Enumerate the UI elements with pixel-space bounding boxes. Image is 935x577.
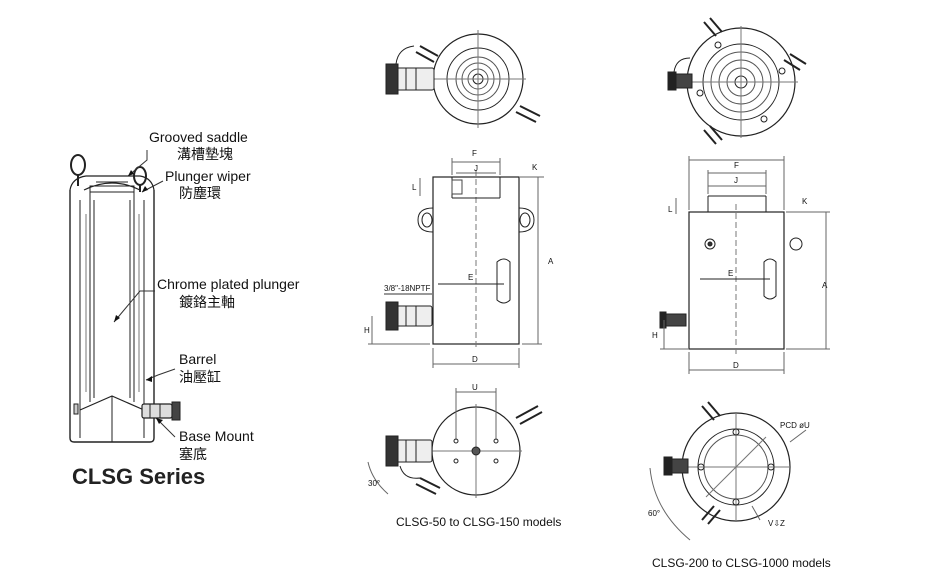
large-dim-pcd: PCD øU xyxy=(780,421,810,430)
small-dim-f: F xyxy=(472,149,477,158)
small-port-thread: 3/8"-18NPTF xyxy=(384,284,431,293)
small-dim-a: A xyxy=(548,257,554,266)
large-dim-j: J xyxy=(734,176,738,185)
small-dim-k: K xyxy=(532,163,538,172)
small-models-caption: CLSG-50 to CLSG-150 models xyxy=(396,515,562,529)
small-dim-e: E xyxy=(468,273,473,282)
small-dim-angle: 30° xyxy=(368,479,380,488)
large-dim-f: F xyxy=(734,161,739,170)
callout-base-mount-zh: 塞底 xyxy=(179,446,207,462)
large-dim-angle: 60° xyxy=(648,509,660,518)
large-dim-a: A xyxy=(822,281,828,290)
small-dim-u: U xyxy=(472,383,478,392)
large-dim-e: E xyxy=(728,269,733,278)
callout-base-mount-en: Base Mount xyxy=(179,428,254,444)
small-dim-l: L xyxy=(412,183,417,192)
callout-plunger-wiper-en: Plunger wiper xyxy=(165,168,251,184)
cutaway-cylinder xyxy=(69,154,181,443)
small-top-view xyxy=(385,30,541,128)
large-dim-d: D xyxy=(733,361,739,370)
large-dim-letters: F J K L A E H D PCD øU V⇩Z 60° xyxy=(648,161,828,528)
callout-chrome-plunger-zh: 鍍鉻主軸 xyxy=(179,294,235,310)
callout-barrel-zh: 油壓缸 xyxy=(179,369,221,385)
small-side-view xyxy=(368,158,544,368)
series-title: CLSG Series xyxy=(72,464,206,489)
large-side-view xyxy=(659,156,830,374)
small-dim-letters: F J K L A E H D U 30° 3/8"-18NPTF xyxy=(364,149,554,488)
callout-plunger-wiper-zh: 防塵環 xyxy=(179,185,221,201)
large-dim-vz: V⇩Z xyxy=(768,519,785,528)
small-dim-h: H xyxy=(364,326,370,335)
callout-grooved-saddle-en: Grooved saddle xyxy=(149,129,248,145)
small-dim-d: D xyxy=(472,355,478,364)
large-bottom-view xyxy=(649,401,807,541)
small-dim-j: J xyxy=(474,164,478,173)
large-models-caption: CLSG-200 to CLSG-1000 models xyxy=(652,556,831,570)
large-dim-l: L xyxy=(668,205,673,214)
callout-chrome-plunger-en: Chrome plated plunger xyxy=(157,276,300,292)
large-dim-k: K xyxy=(802,197,808,206)
callout-barrel-en: Barrel xyxy=(179,351,217,367)
callout-grooved-saddle-zh: 溝槽墊塊 xyxy=(177,146,233,162)
large-dim-h: H xyxy=(652,331,658,340)
large-top-view xyxy=(667,17,807,145)
small-bottom-view xyxy=(367,388,543,498)
